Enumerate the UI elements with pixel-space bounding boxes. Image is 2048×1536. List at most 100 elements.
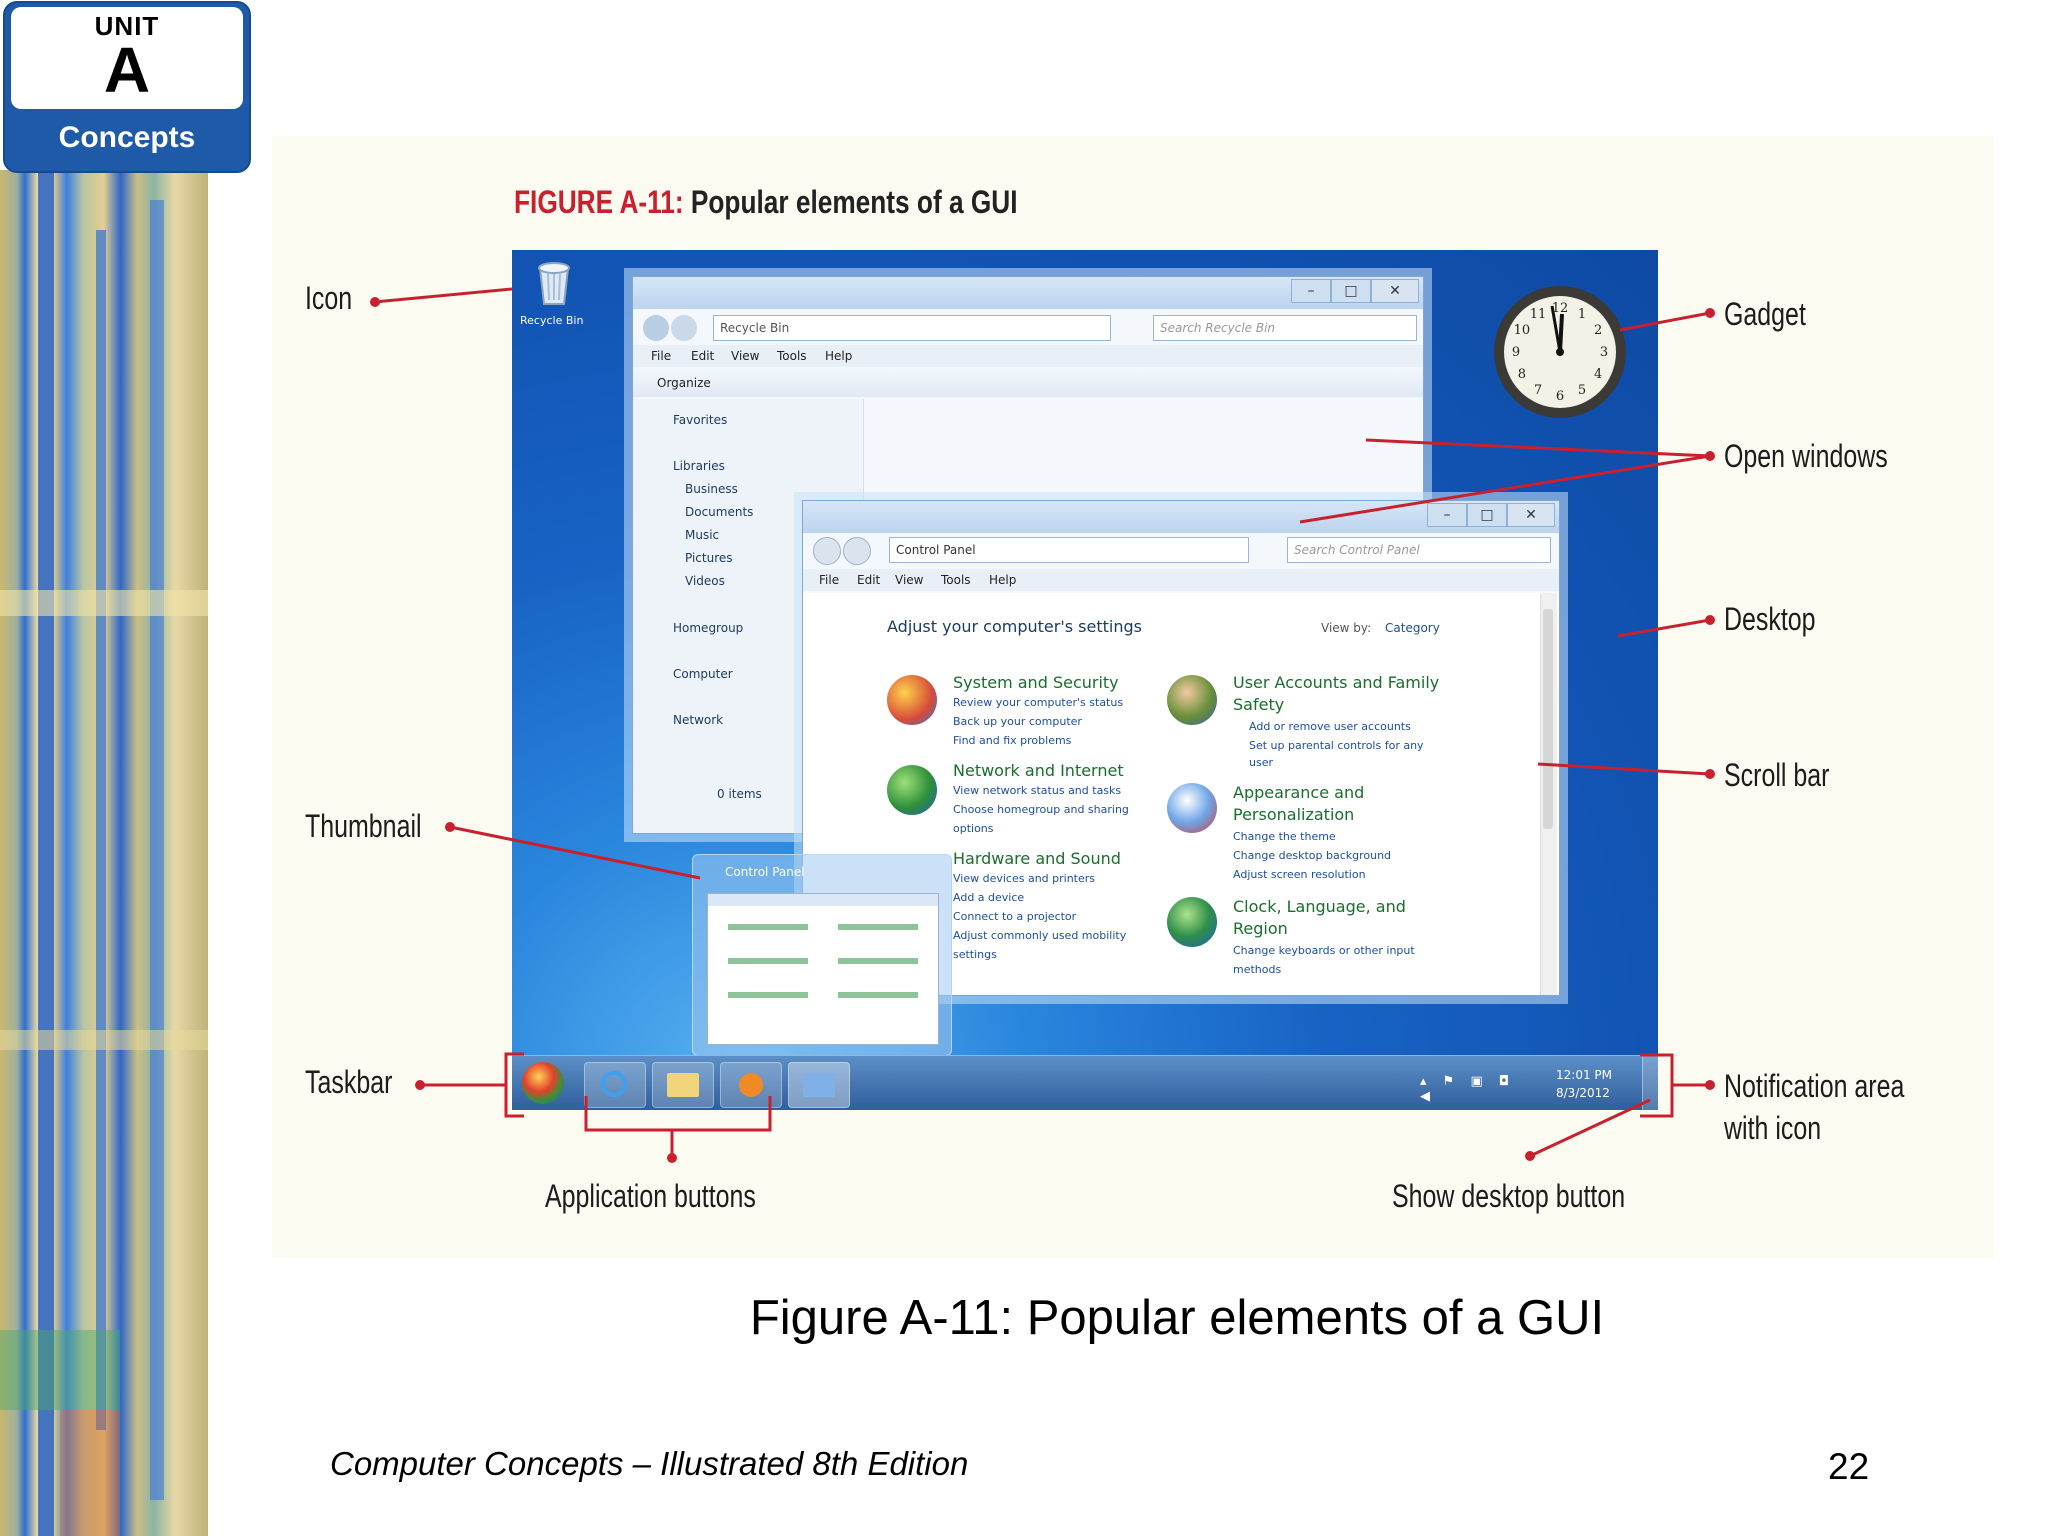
- cp-scroll-thumb[interactable]: [1543, 609, 1553, 829]
- internet-explorer-icon: [601, 1071, 627, 1097]
- cp-clock-language-link[interactable]: Clock, Language, and: [1233, 897, 1406, 916]
- back-button[interactable]: [643, 315, 669, 341]
- cp-menu-edit[interactable]: Edit: [857, 573, 881, 587]
- explorer-address-text: Recycle Bin: [720, 321, 790, 335]
- cp-user-accounts-link-line2[interactable]: Safety: [1233, 695, 1285, 714]
- cp-sub-link[interactable]: options: [953, 822, 994, 835]
- cp-back-button[interactable]: [813, 537, 841, 565]
- control-panel-title-bar[interactable]: – □ ✕: [803, 501, 1559, 533]
- cp-hardware-sound-link[interactable]: Hardware and Sound: [953, 849, 1121, 868]
- media-player-button[interactable]: [720, 1062, 782, 1108]
- nav-favorites[interactable]: Favorites: [673, 413, 728, 427]
- cp-menu-help[interactable]: Help: [989, 573, 1017, 587]
- cp-sub-link[interactable]: Add or remove user accounts: [1249, 720, 1411, 733]
- cp-sub-link[interactable]: Add a device: [953, 891, 1025, 904]
- security-shield-icon: [887, 675, 937, 725]
- explorer-command-bar: Organize: [633, 369, 1423, 397]
- show-desktop-button[interactable]: [1642, 1056, 1658, 1110]
- clock-number: 2: [1594, 323, 1602, 338]
- cp-sub-link[interactable]: Back up your computer: [953, 715, 1082, 728]
- cp-clock-language-link-line2[interactable]: Region: [1233, 919, 1288, 938]
- forward-button[interactable]: [671, 315, 697, 341]
- cp-user-accounts-link[interactable]: User Accounts and Family: [1233, 673, 1440, 692]
- unit-badge-label: UNIT A: [11, 7, 243, 109]
- clock-number: 1: [1578, 307, 1586, 322]
- cp-search-box[interactable]: Search Control Panel: [1287, 537, 1551, 563]
- nav-libraries[interactable]: Libraries: [673, 459, 725, 473]
- explorer-title-bar[interactable]: – □ ✕: [633, 277, 1423, 309]
- recycle-bin-label: Recycle Bin: [520, 314, 584, 327]
- cp-sub-link[interactable]: Set up parental controls for any: [1249, 739, 1424, 752]
- cp-sub-link[interactable]: Review your computer's status: [953, 696, 1124, 709]
- windows-explorer-button[interactable]: [652, 1062, 714, 1108]
- nav-videos[interactable]: Videos: [685, 574, 725, 588]
- cp-view-by-label: View by:: [1321, 621, 1372, 635]
- cp-sub-link[interactable]: Change desktop background: [1233, 849, 1392, 862]
- cp-sub-link[interactable]: Change the theme: [1233, 830, 1336, 843]
- menu-help[interactable]: Help: [825, 349, 853, 363]
- cp-sub-link[interactable]: methods: [1233, 963, 1282, 976]
- nav-documents[interactable]: Documents: [685, 505, 754, 519]
- explorer-address-bar[interactable]: Recycle Bin: [713, 315, 1111, 341]
- cp-minimize-button[interactable]: –: [1427, 503, 1467, 527]
- clock-number: 4: [1594, 367, 1602, 382]
- nav-music[interactable]: Music: [685, 528, 720, 542]
- cp-system-security-link[interactable]: System and Security: [953, 673, 1119, 692]
- cp-sub-link[interactable]: Connect to a projector: [953, 910, 1077, 923]
- internet-explorer-button[interactable]: [584, 1062, 646, 1108]
- cp-close-button[interactable]: ✕: [1507, 503, 1555, 527]
- cp-appearance-link[interactable]: Appearance and: [1233, 783, 1365, 802]
- callout-open-windows: Open windows: [1724, 438, 1888, 474]
- cp-appearance-link-line2[interactable]: Personalization: [1233, 805, 1355, 824]
- explorer-search-placeholder: Search Recycle Bin: [1160, 321, 1276, 335]
- cp-sub-link[interactable]: settings: [953, 948, 997, 961]
- maximize-button[interactable]: □: [1331, 279, 1371, 303]
- cp-sub-link[interactable]: Adjust commonly used mobility: [953, 929, 1127, 942]
- cp-sub-link[interactable]: View devices and printers: [953, 872, 1096, 885]
- cp-scroll-bar[interactable]: [1540, 593, 1557, 995]
- figure-heading: FIGURE A-11: Popular elements of a GUI: [514, 184, 1018, 221]
- tray-time[interactable]: 12:01 PM: [1556, 1068, 1612, 1082]
- menu-file[interactable]: File: [651, 349, 672, 363]
- start-button[interactable]: [522, 1062, 564, 1104]
- decorative-painting: [0, 170, 208, 1536]
- user-accounts-icon: [1167, 675, 1217, 725]
- cp-network-internet-link[interactable]: Network and Internet: [953, 761, 1124, 780]
- notification-area-icons[interactable]: ▴ ⚑ ▣ ◘ ◀: [1420, 1074, 1516, 1104]
- minimize-button[interactable]: –: [1291, 279, 1331, 303]
- menu-edit[interactable]: Edit: [691, 349, 715, 363]
- organize-button[interactable]: Organize: [657, 376, 711, 390]
- nav-computer[interactable]: Computer: [673, 667, 733, 681]
- cp-sub-link[interactable]: Change keyboards or other input: [1233, 944, 1415, 957]
- explorer-search-box[interactable]: Search Recycle Bin: [1153, 315, 1417, 341]
- tray-date[interactable]: 8/3/2012: [1556, 1086, 1610, 1100]
- cp-forward-button[interactable]: [843, 537, 871, 565]
- slide-caption-text: Figure A-11: Popular elements of a GUI: [749, 1291, 1605, 1345]
- cp-sub-link[interactable]: user: [1249, 756, 1273, 769]
- nav-pictures[interactable]: Pictures: [685, 551, 733, 565]
- explorer-item-count: 0 items: [717, 787, 762, 801]
- cp-menu-view[interactable]: View: [895, 573, 924, 587]
- menu-view[interactable]: View: [731, 349, 760, 363]
- cp-sub-link[interactable]: View network status and tasks: [953, 784, 1122, 797]
- cp-menu-file[interactable]: File: [819, 573, 840, 587]
- menu-tools[interactable]: Tools: [777, 349, 807, 363]
- folder-icon: [667, 1073, 699, 1097]
- cp-maximize-button[interactable]: □: [1467, 503, 1507, 527]
- control-panel-taskbar-button[interactable]: [788, 1062, 850, 1108]
- cp-sub-link[interactable]: Choose homegroup and sharing: [953, 803, 1129, 816]
- taskbar-thumbnail-preview[interactable]: Control Panel: [692, 854, 952, 1056]
- nav-business[interactable]: Business: [685, 482, 738, 496]
- clock-number: 12: [1552, 301, 1569, 316]
- explorer-menu-bar: File Edit View Tools Help: [633, 345, 1423, 367]
- nav-homegroup[interactable]: Homegroup: [673, 621, 744, 635]
- cp-address-bar[interactable]: Control Panel: [889, 537, 1249, 563]
- nav-network[interactable]: Network: [673, 713, 724, 727]
- cp-sub-link[interactable]: Find and fix problems: [953, 734, 1072, 747]
- close-button[interactable]: ✕: [1371, 279, 1419, 303]
- callout-notification-area: Notification area: [1724, 1068, 1905, 1104]
- cp-menu-tools[interactable]: Tools: [941, 573, 971, 587]
- cp-view-by-dropdown[interactable]: Category: [1385, 621, 1440, 635]
- cp-sub-link[interactable]: Adjust screen resolution: [1233, 868, 1366, 881]
